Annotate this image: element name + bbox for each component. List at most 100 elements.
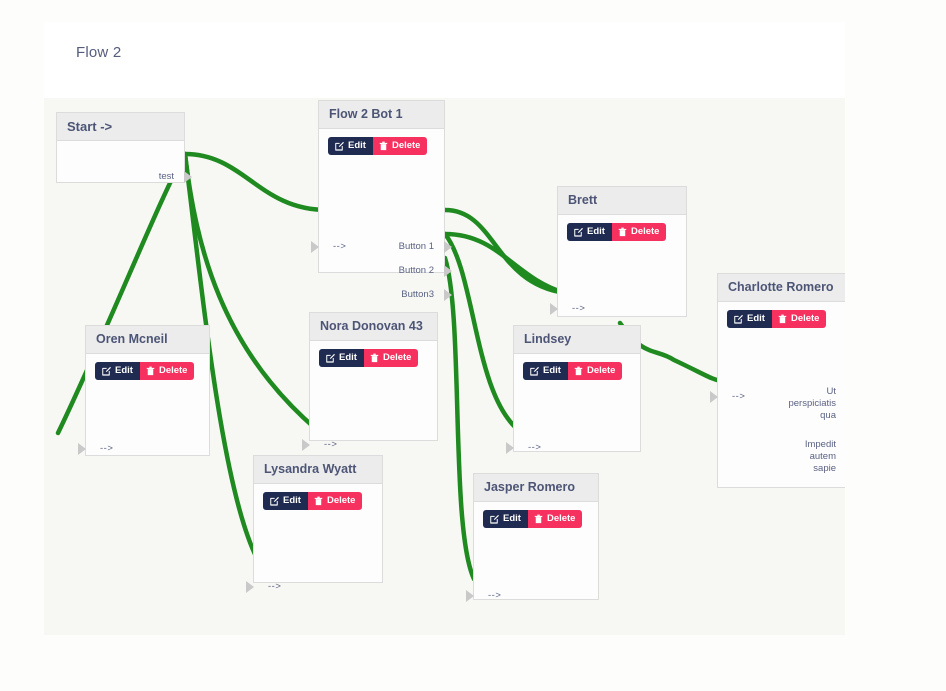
port-arrow-in[interactable]: [466, 590, 474, 602]
trash-icon: [379, 141, 388, 151]
node-lindsey[interactable]: Lindsey Edit: [506, 325, 641, 454]
edge-bot1-btn1-to-brett: [442, 207, 568, 296]
port-arrow-in[interactable]: [311, 241, 319, 253]
edit-button-label: Edit: [587, 226, 605, 238]
node-charlotte-romero[interactable]: Charlotte Romero Edit: [710, 273, 845, 488]
trash-icon: [574, 366, 583, 376]
node-charlotte-romero-title: Charlotte Romero: [718, 274, 845, 302]
trash-icon: [370, 353, 379, 363]
node-lindsey-title: Lindsey: [514, 326, 640, 354]
edit-button[interactable]: Edit: [523, 362, 568, 380]
port-in-label[interactable]: -->: [528, 442, 542, 453]
node-oren-mcneil-body: Edit Delete -->: [78, 362, 209, 464]
port-arrow-out-button-1[interactable]: [444, 241, 452, 253]
node-brett-body: Edit Delete -->: [550, 223, 686, 325]
delete-button[interactable]: Delete: [363, 349, 419, 367]
edit-button-label: Edit: [283, 495, 301, 507]
node-start[interactable]: Start -> test: [56, 112, 192, 185]
port-arrow-in[interactable]: [246, 581, 254, 593]
node-lysandra-wyatt[interactable]: Lysandra Wyatt Edit: [246, 455, 383, 593]
flow-canvas[interactable]: Start -> test Flow 2 Bot 1: [44, 98, 845, 635]
node-actions: Edit Delete: [483, 510, 583, 528]
delete-button[interactable]: Delete: [527, 510, 583, 528]
edge-bot1-btn3-to-jasper: [442, 255, 477, 582]
delete-button-label: Delete: [326, 495, 356, 507]
trash-icon: [146, 366, 155, 376]
port-out-button-2[interactable]: Button 2: [398, 265, 434, 276]
edit-button[interactable]: Edit: [319, 349, 364, 367]
port-out-button-3[interactable]: Button3: [401, 289, 434, 300]
port-in-label[interactable]: -->: [324, 439, 338, 450]
node-jasper-romero-body: Edit Delete -->: [466, 510, 598, 608]
pen-to-square-icon: [733, 314, 743, 324]
edge-bot1-btn2-to-lindsey: [442, 231, 524, 435]
page-title: Flow 2: [76, 44, 122, 61]
delete-button-label: Delete: [790, 313, 820, 325]
delete-button[interactable]: Delete: [372, 137, 428, 155]
port-in-label[interactable]: -->: [100, 443, 114, 454]
delete-button-label: Delete: [158, 365, 188, 377]
pen-to-square-icon: [529, 366, 539, 376]
port-out-ut-perspiciatis-qua[interactable]: Ut perspiciatis qua: [788, 386, 836, 421]
node-start-title: Start ->: [57, 113, 184, 141]
port-arrow-in[interactable]: [710, 391, 718, 403]
trash-icon: [778, 314, 787, 324]
delete-button[interactable]: Delete: [567, 362, 623, 380]
trash-icon: [314, 496, 323, 506]
pen-to-square-icon: [573, 227, 583, 237]
port-in-label[interactable]: -->: [488, 590, 502, 601]
pen-to-square-icon: [334, 141, 344, 151]
delete-button-label: Delete: [586, 365, 616, 377]
edit-button-label: Edit: [747, 313, 765, 325]
edge-bot1-btn2-to-brett: [442, 231, 568, 296]
edit-button[interactable]: Edit: [263, 492, 308, 510]
port-arrow-in[interactable]: [302, 439, 310, 451]
delete-button[interactable]: Delete: [771, 310, 827, 328]
node-flow-2-bot-1-body: Edit Delete -->: [311, 137, 452, 301]
node-brett[interactable]: Brett Edit: [550, 186, 687, 317]
delete-button-label: Delete: [546, 513, 576, 525]
node-jasper-romero[interactable]: Jasper Romero Edit: [466, 473, 599, 602]
delete-button[interactable]: Delete: [139, 362, 195, 380]
pen-to-square-icon: [489, 514, 499, 524]
edit-button[interactable]: Edit: [95, 362, 140, 380]
port-arrow-out-button-2[interactable]: [444, 265, 452, 277]
delete-button-label: Delete: [382, 352, 412, 364]
node-actions: Edit Delete: [523, 362, 623, 380]
node-flow-2-bot-1[interactable]: Flow 2 Bot 1 Edit: [311, 100, 452, 301]
node-oren-mcneil[interactable]: Oren Mcneil Edit: [78, 325, 210, 456]
port-in-label[interactable]: -->: [333, 241, 347, 252]
node-actions: Edit Delete: [319, 349, 419, 367]
port-out-button-1[interactable]: Button 1: [398, 241, 434, 252]
edit-button-label: Edit: [115, 365, 133, 377]
edit-button[interactable]: Edit: [328, 137, 373, 155]
edge-start-to-bot1: [182, 151, 330, 213]
port-out-impedit-autem-sapie[interactable]: Impedit autem sapie: [804, 439, 836, 474]
delete-button[interactable]: Delete: [307, 492, 363, 510]
edit-button[interactable]: Edit: [483, 510, 528, 528]
delete-button[interactable]: Delete: [611, 223, 667, 241]
port-arrow-out-test[interactable]: [184, 171, 192, 183]
edit-button[interactable]: Edit: [567, 223, 612, 241]
port-arrow-out-button-3[interactable]: [444, 289, 452, 301]
port-arrow-in[interactable]: [78, 443, 86, 455]
node-nora-donovan-43[interactable]: Nora Donovan 43 Edit: [302, 312, 438, 451]
node-brett-title: Brett: [558, 187, 686, 215]
port-arrow-in[interactable]: [506, 442, 514, 454]
delete-button-label: Delete: [391, 140, 421, 152]
edit-button[interactable]: Edit: [727, 310, 772, 328]
port-arrow-in[interactable]: [550, 303, 558, 315]
pen-to-square-icon: [101, 366, 111, 376]
port-in-label[interactable]: -->: [268, 581, 282, 592]
node-charlotte-romero-body: Edit Delete -->: [710, 310, 845, 496]
edit-button-label: Edit: [543, 365, 561, 377]
node-lysandra-wyatt-title: Lysandra Wyatt: [254, 456, 382, 484]
port-out-test[interactable]: test: [158, 171, 174, 182]
node-actions: Edit Delete: [263, 492, 363, 510]
port-in-label[interactable]: -->: [572, 303, 586, 314]
port-in-label[interactable]: -->: [732, 391, 746, 402]
node-nora-donovan-43-body: Edit Delete -->: [302, 349, 437, 451]
node-start-body: test: [57, 141, 192, 185]
node-actions: Edit Delete: [727, 310, 827, 328]
